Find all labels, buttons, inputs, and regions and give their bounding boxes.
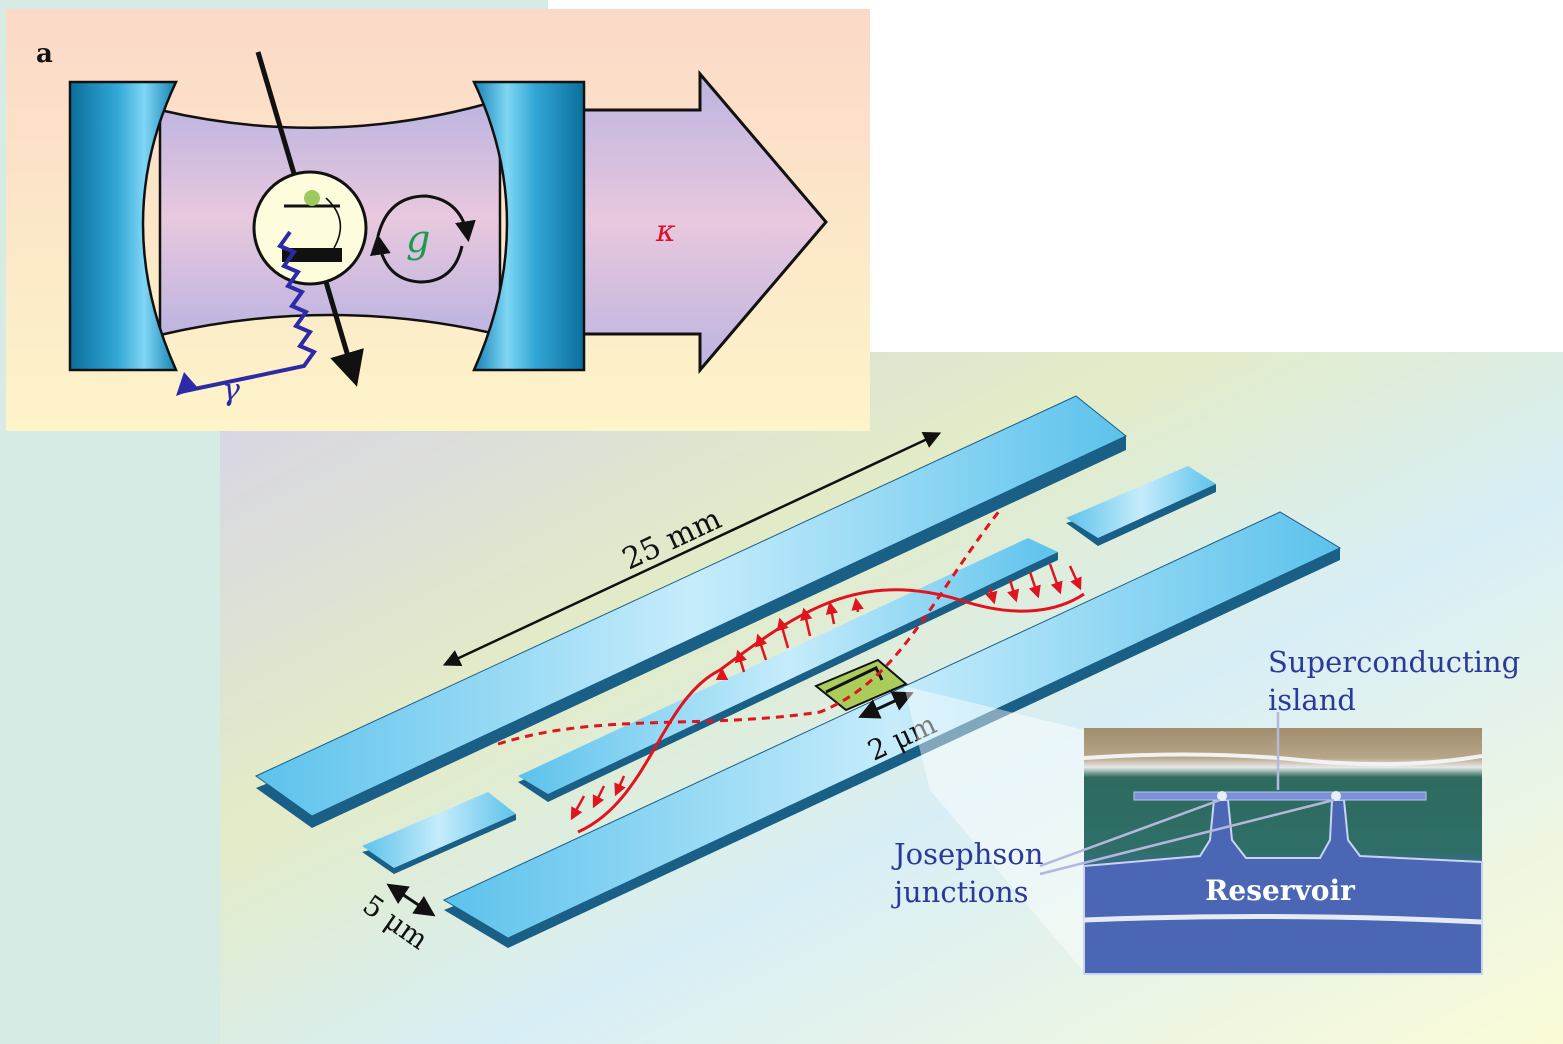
junction-label-line2: junctions (891, 875, 1029, 909)
micrograph-bottom-band (1083, 913, 1483, 925)
atom-electron (304, 190, 320, 206)
micrograph-top-edge (1083, 752, 1483, 767)
spontaneous-emission-wave (179, 230, 318, 394)
superconducting-island-bar (1133, 791, 1427, 801)
left-mirror (68, 80, 178, 372)
junction-left (1217, 791, 1227, 801)
reservoir-edge (1083, 799, 1483, 975)
coupling-symbol-g: g (406, 217, 430, 261)
bottom-ground-plane (442, 511, 1342, 939)
island-label-line1: Superconducting (1268, 645, 1520, 679)
transition-arrow (325, 197, 342, 249)
zoom-projection (904, 686, 1084, 972)
junction-label-line1: Josephson (891, 837, 1043, 871)
right-stub (1066, 466, 1216, 538)
panel-a: a g κ γ (36, 39, 828, 408)
coupling-arc-lower (369, 233, 464, 284)
right-mirror (472, 80, 586, 372)
center-gap-arrow (386, 883, 436, 917)
reservoir-label: Reservoir (1205, 874, 1356, 907)
qubit-bracket (825, 666, 884, 694)
cavity-decay-symbol-kappa: κ (655, 214, 676, 249)
left-stub (362, 792, 516, 868)
emission-arrowhead (176, 372, 198, 396)
panel-a-letter: a (36, 39, 53, 69)
micrograph-inset: Reservoir (1083, 728, 1483, 975)
qubit-island (814, 658, 908, 712)
panel-b: 25 mm 2 μm 5 μm (255, 395, 1342, 972)
length-dimension-arrow (442, 432, 942, 666)
spontaneous-decay-symbol-gamma: γ (222, 373, 240, 408)
coupling-arc-upper (376, 194, 476, 243)
annotation-leaders (1039, 712, 1335, 876)
atom-circle (252, 170, 368, 286)
ground-level (282, 248, 342, 262)
gap-width-arrow (858, 691, 914, 719)
junction-right (1331, 791, 1341, 801)
island-label-line2: island (1268, 683, 1356, 717)
